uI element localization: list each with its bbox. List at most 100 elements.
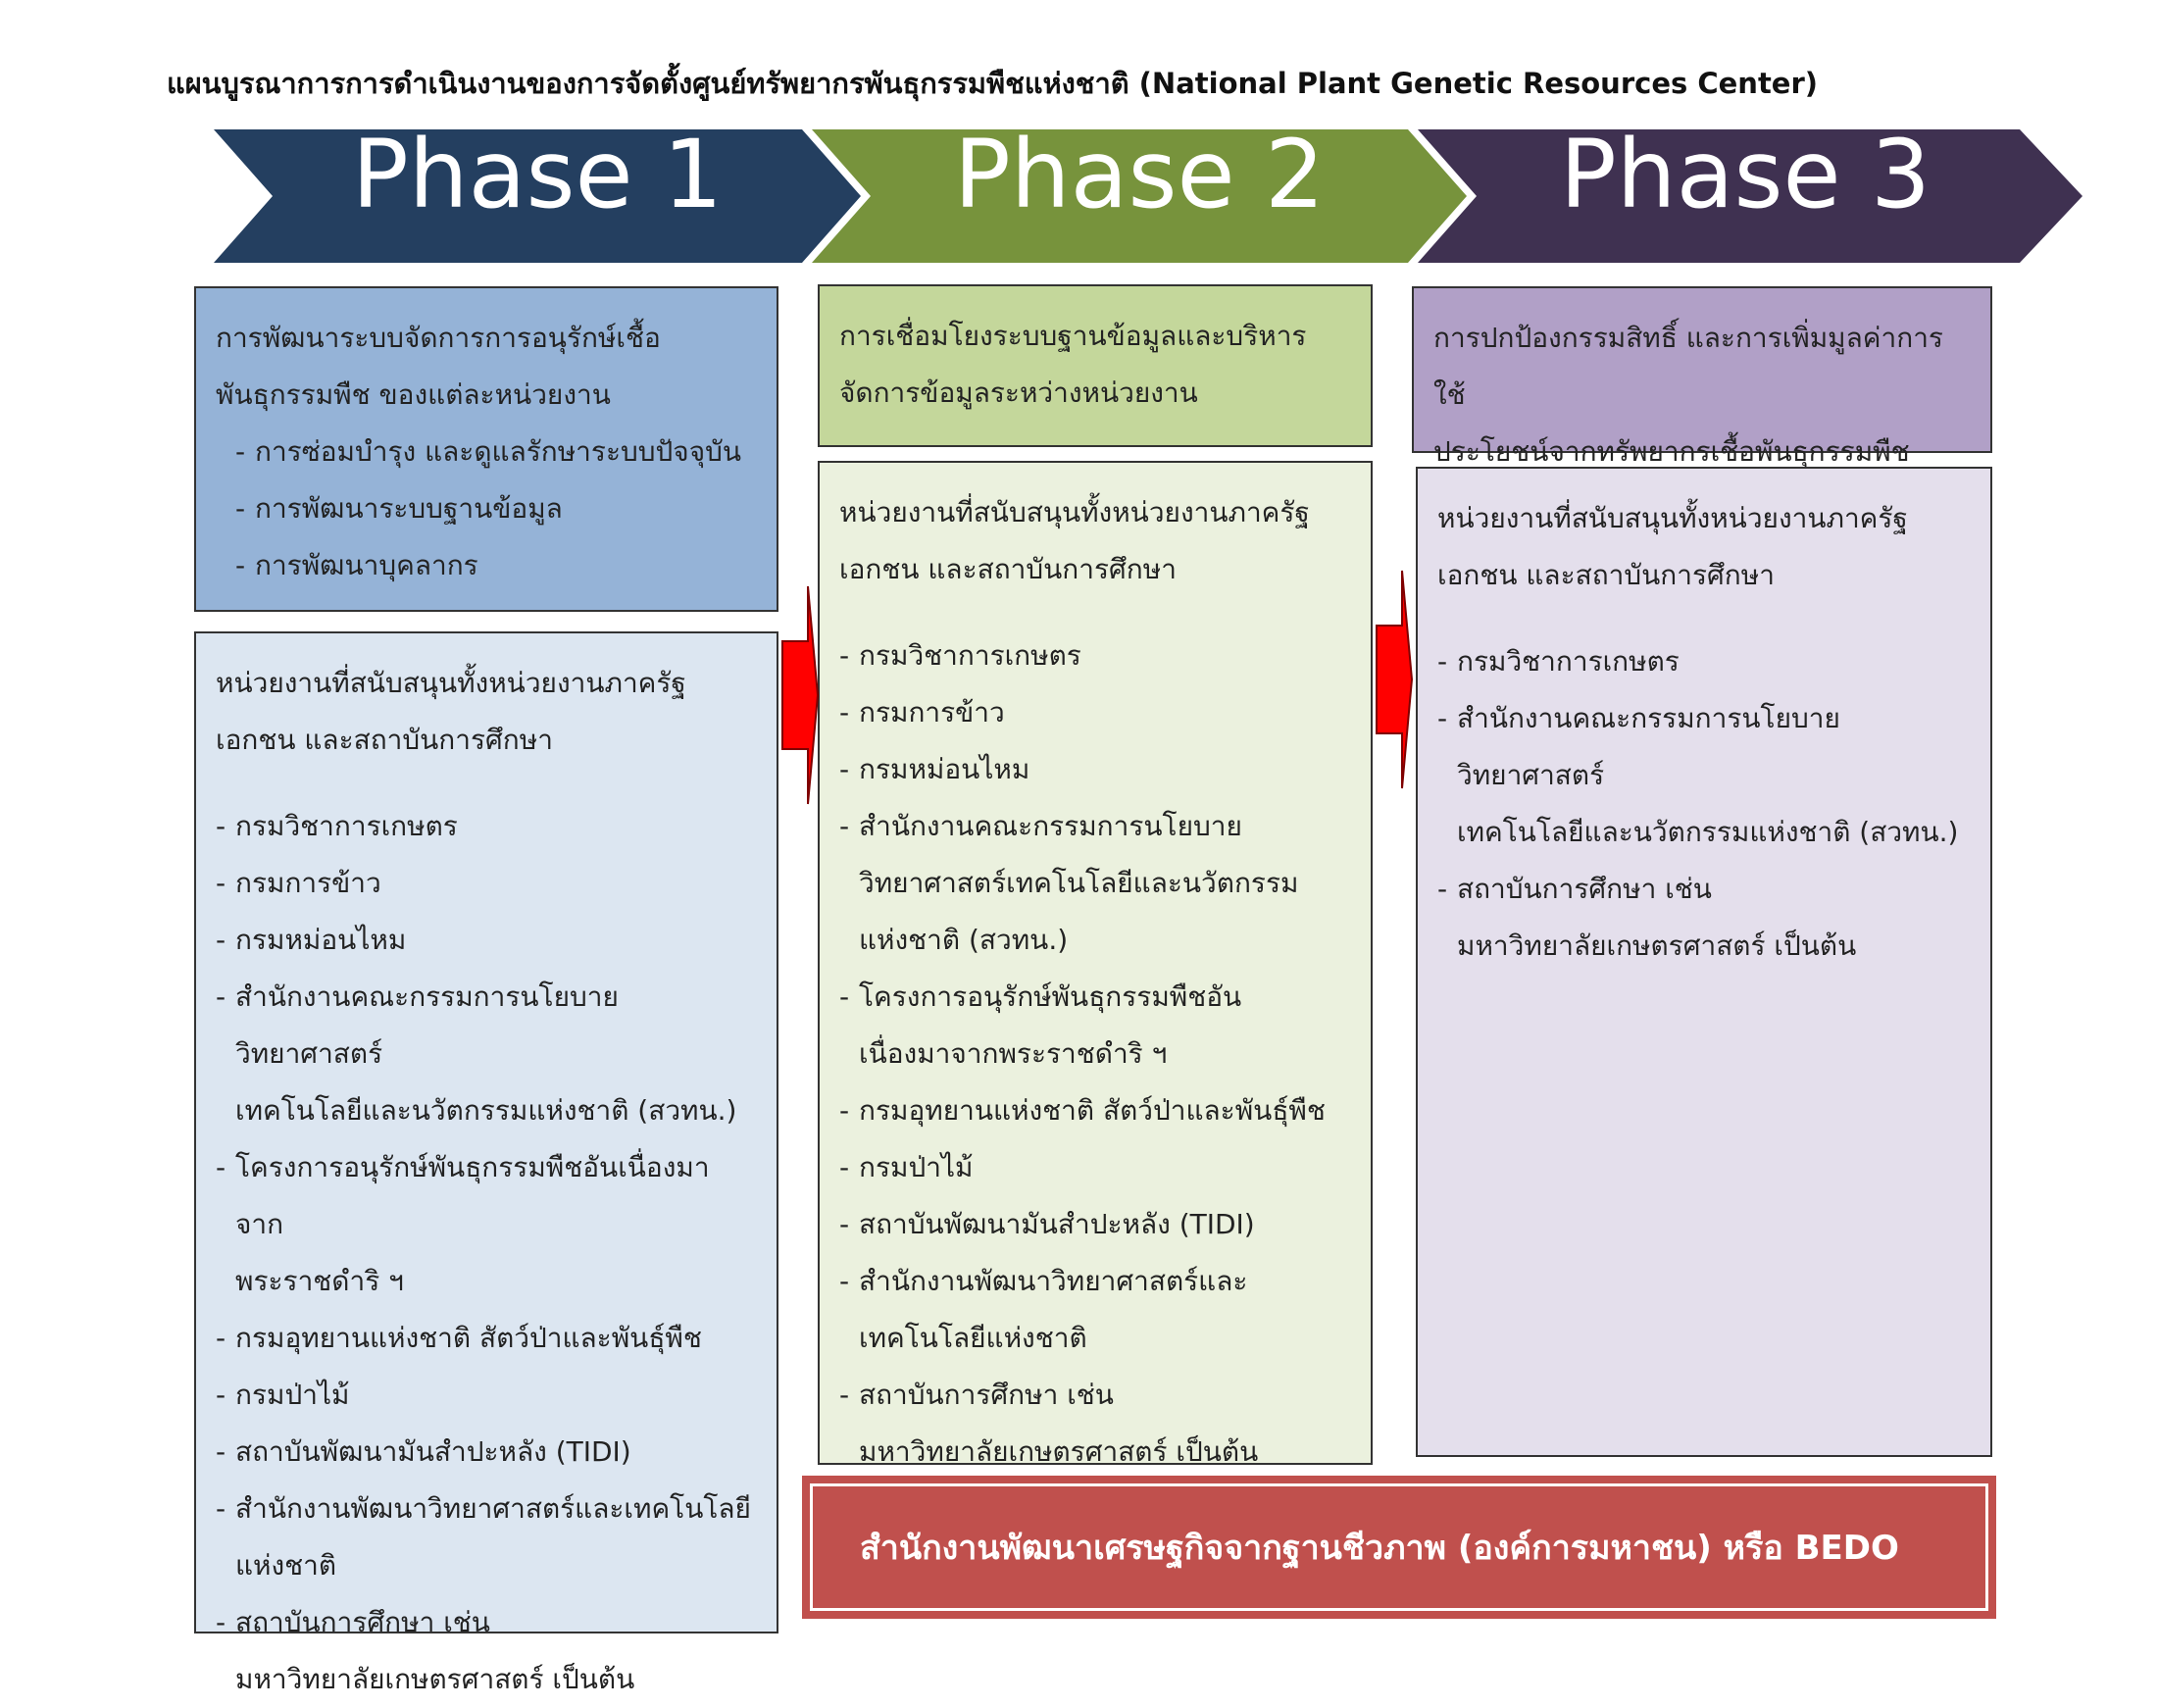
heading-line: เอกชน และสถาบันการศึกษา (839, 553, 1177, 585)
list-item-text: สำนักงานพัฒนาวิทยาศาสตร์และเทคโนโลยี (235, 1492, 751, 1525)
list-item-text: เนื่องมาจากพระราชดำริ ฯ (859, 1037, 1168, 1070)
list-item-text: สำนักงานคณะกรรมการนโยบายวิทยาศาสตร์ (1457, 702, 1840, 791)
list-item-text: กรมการข้าว (859, 696, 1005, 728)
phase-3-chevron (1418, 129, 2082, 263)
list-item-text: สำนักงานคณะกรรมการนโยบาย (859, 810, 1242, 842)
list-item-text: กรมป่าไม้ (859, 1151, 974, 1183)
phase-3-goal-box: การปกป้องกรรมสิทธิ์ และการเพิ่มมูลค่าการ… (1412, 286, 1992, 468)
bedo-label: สำนักงานพัฒนาเศรษฐกิจจากฐานชีวภาพ (องค์ก… (810, 1483, 1988, 1611)
phase-1-goal-box: การพัฒนาระบบจัดการการอนุรักษ์เชื้อ พันธุ… (194, 286, 778, 612)
list-item-text: กรมวิชาการเกษตร (859, 639, 1081, 672)
heading-line: หน่วยงานที่สนับสนุนทั้งหน่วยงานภาครัฐ (216, 667, 686, 699)
list-item-text: กรมหม่อนไหม (235, 924, 407, 956)
list-item: กรมหม่อนไหม (839, 741, 1351, 798)
list-item-text: พระราชดำริ ฯ (235, 1265, 404, 1297)
phase-1-goal-heading: การพัฒนาระบบจัดการการอนุรักษ์เชื้อ พันธุ… (216, 310, 757, 424)
list-item-text: การพัฒนาระบบฐานข้อมูล (255, 492, 563, 525)
list-item-text: สำนักงานพัฒนาวิทยาศาสตร์และ (859, 1265, 1248, 1297)
heading-line: ประโยชน์จากทรัพยากรเชื้อพันธุกรรมพืช (1433, 435, 1910, 468)
heading-line: พันธุกรรมพืช ของแต่ละหน่วยงาน (216, 378, 611, 411)
list-item: การพัฒนาบุคลากร (235, 537, 757, 594)
phase-1-label: Phase 1 (351, 120, 724, 229)
phase-2-goal-box: การเชื่อมโยงระบบฐานข้อมูลและบริหาร จัดกา… (818, 284, 1373, 447)
phase-2-support-heading: หน่วยงานที่สนับสนุนทั้งหน่วยงานภาครัฐ เอ… (839, 484, 1351, 598)
list-item-text: การพัฒนาบุคลากร (255, 549, 478, 581)
phase-3-goal-heading: การปกป้องกรรมสิทธิ์ และการเพิ่มมูลค่าการ… (1433, 310, 1971, 480)
list-item-text: สำนักงานคณะกรรมการนโยบายวิทยาศาสตร์ (235, 980, 619, 1070)
list-item: กรมการข้าว (216, 855, 757, 912)
list-item: กรมวิชาการเกษตร (839, 628, 1351, 684)
list-item-text: โครงการอนุรักษ์พันธุกรรมพืชอัน (859, 980, 1242, 1013)
list-item: กรมป่าไม้ (839, 1139, 1351, 1196)
list-item-text: มหาวิทยาลัยเกษตรศาสตร์ เป็นต้น (859, 1435, 1259, 1468)
list-item: กรมวิชาการเกษตร (1437, 633, 1971, 690)
list-item-text: สถาบันการศึกษา เช่น (235, 1606, 490, 1638)
list-item: สำนักงานพัฒนาวิทยาศาสตร์และเทคโนโลยีแห่ง… (216, 1481, 757, 1594)
arrow-phase-2-to-3 (1376, 570, 1414, 789)
list-item-text: กรมป่าไม้ (235, 1379, 350, 1411)
list-item: กรมป่าไม้ (216, 1367, 757, 1424)
arrow-icon (1376, 570, 1414, 789)
phase-2-label: Phase 2 (953, 120, 1326, 229)
bedo-box: สำนักงานพัฒนาเศรษฐกิจจากฐานชีวภาพ (องค์ก… (802, 1476, 1996, 1619)
list-item: โครงการอนุรักษ์พันธุกรรมพืชอันเนื่องมาจา… (216, 1139, 757, 1310)
list-item: สถาบันพัฒนามันสำปะหลัง (TIDI) (839, 1196, 1351, 1253)
list-item: กรมอุทยานแห่งชาติ สัตว์ป่าและพันธุ์พืช (839, 1082, 1351, 1139)
list-item: สถาบันการศึกษา เช่นมหาวิทยาลัยเกษตรศาสตร… (839, 1367, 1351, 1481)
phase-1-goal-list: การซ่อมบำรุง และดูแลรักษาระบบปัจจุบัน กา… (216, 424, 757, 594)
list-item: สำนักงานพัฒนาวิทยาศาสตร์และเทคโนโลยีแห่ง… (839, 1253, 1351, 1367)
phase-chevrons (214, 129, 2082, 263)
list-item-text: มหาวิทยาลัยเกษตรศาสตร์ เป็นต้น (235, 1663, 635, 1695)
list-item-text: วิทยาศาสตร์เทคโนโลยีและนวัตกรรม (859, 867, 1299, 899)
heading-line: การพัฒนาระบบจัดการการอนุรักษ์เชื้อ (216, 322, 661, 354)
phase-1-support-heading: หน่วยงานที่สนับสนุนทั้งหน่วยงานภาครัฐ เอ… (216, 655, 757, 769)
arrow-phase-1-to-2 (781, 585, 820, 805)
list-item-text: สถาบันการศึกษา เช่น (1457, 873, 1712, 905)
arrow-icon (781, 585, 820, 805)
phase-2-support-box: หน่วยงานที่สนับสนุนทั้งหน่วยงานภาครัฐ เอ… (818, 461, 1373, 1468)
list-item: สถาบันการศึกษา เช่นมหาวิทยาลัยเกษตรศาสตร… (216, 1594, 757, 1708)
list-item: สำนักงานคณะกรรมการนโยบายวิทยาศาสตร์เทคโน… (839, 798, 1351, 969)
heading-line: หน่วยงานที่สนับสนุนทั้งหน่วยงานภาครัฐ (1437, 502, 1908, 534)
heading-line: เอกชน และสถาบันการศึกษา (1437, 559, 1775, 591)
list-item: กรมวิชาการเกษตร (216, 798, 757, 855)
list-item-text: เทคโนโลยีและนวัตกรรมแห่งชาติ (สวทน.) (235, 1094, 737, 1127)
list-item-text: แห่งชาติ (สวทน.) (859, 924, 1069, 956)
phase-2-goal-heading: การเชื่อมโยงระบบฐานข้อมูลและบริหาร จัดกา… (839, 308, 1351, 422)
list-item: สถาบันการศึกษา เช่นมหาวิทยาลัยเกษตรศาสตร… (1437, 861, 1971, 975)
list-item-text: การซ่อมบำรุง และดูแลรักษาระบบปัจจุบัน (255, 435, 742, 468)
list-item: สำนักงานคณะกรรมการนโยบายวิทยาศาสตร์เทคโน… (216, 969, 757, 1139)
list-item-text: กรมอุทยานแห่งชาติ สัตว์ป่าและพันธุ์พืช (859, 1094, 1326, 1127)
heading-line: หน่วยงานที่สนับสนุนทั้งหน่วยงานภาครัฐ (839, 496, 1310, 528)
phase-3-support-box: หน่วยงานที่สนับสนุนทั้งหน่วยงานภาครัฐ เอ… (1416, 467, 1992, 1457)
phase-3-label: Phase 3 (1559, 120, 1931, 229)
phase-1-support-list: กรมวิชาการเกษตร กรมการข้าว กรมหม่อนไหม ส… (216, 798, 757, 1708)
list-item: สำนักงานคณะกรรมการนโยบายวิทยาศาสตร์เทคโน… (1437, 690, 1971, 861)
phase-3-support-list: กรมวิชาการเกษตร สำนักงานคณะกรรมการนโยบาย… (1437, 633, 1971, 975)
list-item-text: แห่งชาติ (235, 1549, 337, 1582)
heading-line: จัดการข้อมูลระหว่างหน่วยงาน (839, 377, 1198, 409)
list-item: การซ่อมบำรุง และดูแลรักษาระบบปัจจุบัน (235, 424, 757, 480)
list-item: กรมหม่อนไหม (216, 912, 757, 969)
list-item: การพัฒนาระบบฐานข้อมูล (235, 480, 757, 537)
list-item: กรมอุทยานแห่งชาติ สัตว์ป่าและพันธุ์พืช (216, 1310, 757, 1367)
list-item-text: เทคโนโลยีแห่งชาติ (859, 1322, 1087, 1354)
phase-3-support-heading: หน่วยงานที่สนับสนุนทั้งหน่วยงานภาครัฐ เอ… (1437, 490, 1971, 604)
heading-line: เอกชน และสถาบันการศึกษา (216, 724, 553, 756)
diagram-title: แผนบูรณาการการดำเนินงานของการจัดตั้งศูนย… (167, 67, 1819, 100)
list-item-text: สถาบันการศึกษา เช่น (859, 1379, 1114, 1411)
list-item-text: กรมการข้าว (235, 867, 381, 899)
phase-1-support-box: หน่วยงานที่สนับสนุนทั้งหน่วยงานภาครัฐ เอ… (194, 631, 778, 1695)
list-item-text: กรมอุทยานแห่งชาติ สัตว์ป่าและพันธุ์พืช (235, 1322, 702, 1354)
list-item-text: สถาบันพัฒนามันสำปะหลัง (TIDI) (859, 1208, 1255, 1240)
heading-line: การปกป้องกรรมสิทธิ์ และการเพิ่มมูลค่าการ… (1433, 322, 1943, 411)
heading-line: การเชื่อมโยงระบบฐานข้อมูลและบริหาร (839, 320, 1307, 352)
phase-1-chevron (214, 129, 861, 263)
phase-2-chevron (812, 129, 1467, 263)
list-item-text: กรมวิชาการเกษตร (1457, 645, 1680, 678)
list-item-text: มหาวิทยาลัยเกษตรศาสตร์ เป็นต้น (1457, 929, 1857, 962)
list-item-text: กรมวิชาการเกษตร (235, 810, 458, 842)
list-item-text: กรมหม่อนไหม (859, 753, 1030, 785)
list-item: โครงการอนุรักษ์พันธุกรรมพืชอันเนื่องมาจา… (839, 969, 1351, 1082)
list-item-text: โครงการอนุรักษ์พันธุกรรมพืชอันเนื่องมาจา… (235, 1151, 710, 1240)
